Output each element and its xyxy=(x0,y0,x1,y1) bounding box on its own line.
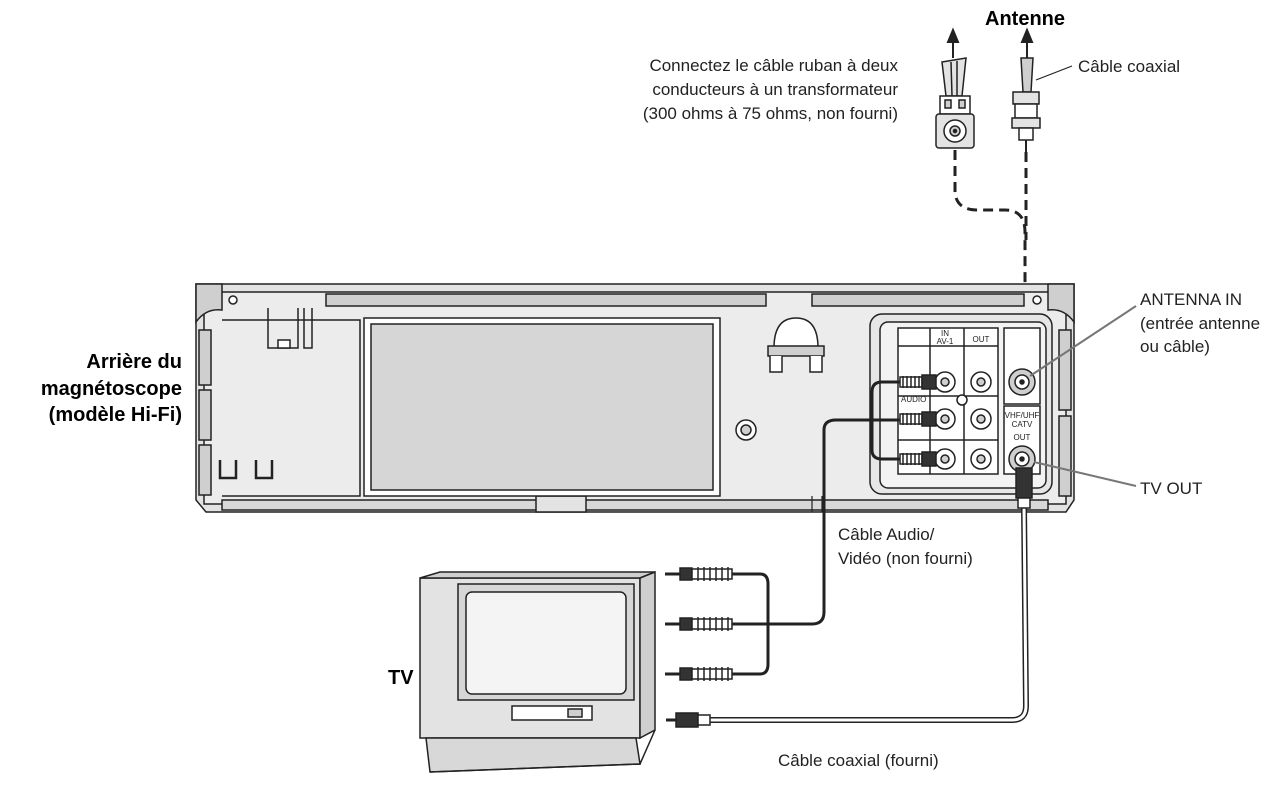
slot-u-2 xyxy=(254,460,274,480)
svg-text:AUDIO: AUDIO xyxy=(901,395,926,404)
svg-text:AV-1: AV-1 xyxy=(937,337,954,346)
av-cable xyxy=(732,380,900,676)
svg-text:(modèle Hi-Fi): (modèle Hi-Fi) xyxy=(49,404,182,426)
svg-text:ANTENNA IN: ANTENNA IN xyxy=(1140,290,1242,309)
av-in-jacks xyxy=(934,371,956,470)
svg-text:OUT: OUT xyxy=(973,335,990,344)
coax-top-leader xyxy=(1035,65,1073,81)
rca-plugs-tv xyxy=(665,567,733,681)
tv-label: TV xyxy=(388,667,414,689)
tv-out-label: TV OUT xyxy=(1140,479,1202,498)
rca-plugs-vcr xyxy=(899,374,937,467)
coax-supplied-cable xyxy=(666,467,1033,728)
antenna-arrow-right xyxy=(1020,27,1034,58)
clip-bracket xyxy=(267,308,313,349)
television xyxy=(419,570,656,773)
svg-text:Vidéo (non fourni): Vidéo (non fourni) xyxy=(838,549,973,568)
svg-text:(300 ohms à 75 ohms, non fourn: (300 ohms à 75 ohms, non fourni) xyxy=(643,104,898,123)
svg-text:VHF/UHF: VHF/UHF xyxy=(1005,411,1040,420)
hook xyxy=(767,317,825,373)
antenna-dashed-cables xyxy=(953,150,1028,360)
svg-text:magnétoscope: magnétoscope xyxy=(41,378,182,400)
tv-out-jack xyxy=(1008,445,1036,473)
svg-text:Arrière du: Arrière du xyxy=(86,351,182,373)
coax-plug-top xyxy=(1011,57,1041,152)
tv-out-leader xyxy=(1033,461,1137,487)
svg-text:Câble Audio/: Câble Audio/ xyxy=(838,525,935,544)
antenna-arrow-left xyxy=(946,27,960,58)
antenna-title: Antenne xyxy=(985,8,1065,30)
av-cable-label: Câble Audio/ Vidéo (non fourni) xyxy=(838,525,973,568)
antenna-in-jack xyxy=(1008,368,1036,396)
antenna-in-leader xyxy=(1029,305,1137,377)
av-out-jacks xyxy=(956,371,992,470)
svg-text:ou câble): ou câble) xyxy=(1140,337,1210,356)
adapter-note: Connectez le câble ruban à deux conducte… xyxy=(643,56,899,123)
coax-cable-top-label: Câble coaxial xyxy=(1078,57,1180,76)
svg-text:(entrée antenne: (entrée antenne xyxy=(1140,314,1260,333)
svg-text:CATV: CATV xyxy=(1012,420,1033,429)
slot-u-1 xyxy=(218,460,238,480)
vcr-rear xyxy=(195,283,1075,513)
vcr-bottom-leads xyxy=(811,496,823,512)
jack-panel-labels: IN AV-1 OUT AUDIO VHF/UHF CATV OUT xyxy=(901,329,1039,442)
svg-text:IN: IN xyxy=(941,329,949,338)
svg-text:Connectez le câble ruban à deu: Connectez le câble ruban à deux xyxy=(649,56,898,75)
coax-supplied-label: Câble coaxial (fourni) xyxy=(778,751,939,770)
svg-text:OUT: OUT xyxy=(1014,433,1031,442)
antenna-section: Antenne xyxy=(643,8,1180,360)
vcr-rear-label: Arrière du magnétoscope (modèle Hi-Fi) xyxy=(41,351,182,426)
twin-lead-transformer xyxy=(935,57,975,149)
svg-text:conducteurs à un transformateu: conducteurs à un transformateur xyxy=(652,80,898,99)
antenna-in-label: ANTENNA IN (entrée antenne ou câble) xyxy=(1140,290,1260,356)
